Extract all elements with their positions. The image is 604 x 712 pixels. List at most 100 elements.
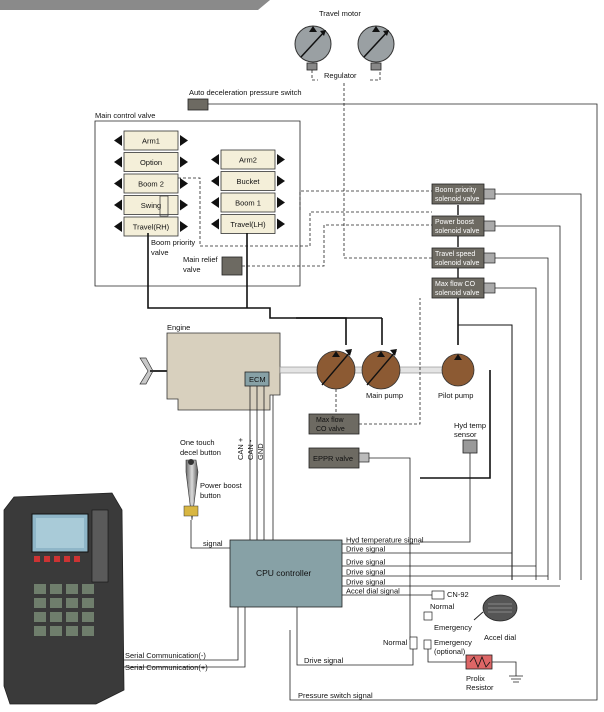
serial-comm-plus-label: Serial Communication(+) — [125, 663, 208, 672]
cn92-label: CN-92 — [447, 590, 469, 599]
hyd-temp-sensor — [462, 439, 478, 454]
main-relief-valve-label-2: valve — [183, 265, 201, 274]
boom-priority-valve-label-2: valve — [151, 248, 169, 257]
cpu-signal-label: Hyd temperature signal — [346, 536, 424, 545]
pressure-switch-signal-label: Pressure switch signal — [298, 691, 373, 700]
ecm-label: ECM — [249, 375, 266, 384]
cpu-signal-label: Drive signal — [346, 558, 386, 567]
main-control-valve-title: Main control valve — [95, 111, 155, 120]
solenoid-sublabel: solenoid valve — [435, 228, 479, 235]
spool-label: Travel(RH) — [133, 223, 170, 232]
emergency-optional-label-1: Emergency — [434, 638, 472, 647]
main-relief-valve-label-1: Main relief — [183, 255, 219, 264]
cpu-controller — [229, 539, 343, 608]
spool-boom-2: Boom 2 — [114, 173, 188, 194]
solenoid-sublabel: solenoid valve — [435, 290, 479, 297]
cpu-signal-label: Drive signal — [346, 578, 386, 587]
regulator-label: Regulator — [324, 71, 357, 80]
drive-signal-bottom-label: Drive signal — [304, 656, 344, 665]
spool-label: Boom 1 — [235, 199, 261, 208]
main-relief-valve — [221, 256, 243, 276]
accel-dial[interactable] — [473, 594, 518, 622]
pilot-pump — [441, 353, 475, 387]
spool-label: Travel(LH) — [230, 220, 266, 229]
spool-option: Option — [114, 152, 188, 172]
joystick-grip[interactable] — [183, 459, 199, 521]
cpu-signal-label: Drive signal — [346, 568, 386, 577]
cpu-signal-hyd-temperature-signal-0: Hyd temperature signal — [342, 536, 424, 545]
solenoid-label: Travel speed — [435, 251, 475, 258]
spool-swing: Swing — [114, 195, 188, 215]
emergency-optional-label-2: (optional) — [434, 647, 466, 656]
travel-motor-left — [294, 25, 332, 71]
travel-motor-label: Travel motor — [319, 9, 361, 18]
spool-label: Swing — [141, 201, 161, 210]
solenoid-sublabel: solenoid valve — [435, 260, 479, 267]
max-flow-co-valve-label-2: CO valve — [316, 426, 345, 433]
power-boost-button-label-2: button — [200, 491, 221, 500]
bus-label-can-plus: CAN + — [236, 437, 245, 460]
signal-label: signal — [203, 539, 223, 548]
ground-symbol — [509, 675, 523, 683]
spool-arm2: Arm2 — [211, 149, 285, 170]
pilot-pump-label: Pilot pump — [438, 391, 473, 400]
spool-label: Option — [140, 158, 162, 167]
header-bar — [0, 0, 270, 10]
solenoid-label: Boom priority — [435, 187, 477, 194]
solenoid-sublabel: solenoid valve — [435, 196, 479, 203]
spool-label: Boom 2 — [138, 180, 164, 189]
normal-2-label: Normal — [383, 638, 408, 647]
prolix-resistor-label-1: Prolix — [466, 674, 485, 683]
main-control-valve-outline — [94, 120, 301, 287]
cpu-signal-drive-signal-3: Drive signal — [342, 568, 548, 577]
spool-boom-1: Boom 1 — [211, 192, 285, 213]
solenoid-power-boost: Power boost solenoid valve — [431, 215, 561, 580]
emergency-label: Emergency — [434, 623, 472, 632]
travel-motor-right — [357, 25, 395, 71]
hyd-temp-sensor-label-1: Hyd temp — [454, 421, 486, 430]
cpu-signal-drive-signal-4: Drive signal — [342, 578, 560, 587]
solenoid-max-flow-co: Max flow CO solenoid valve — [431, 277, 537, 580]
spool-label: Arm1 — [142, 137, 160, 146]
bus-label-gnd: GND — [256, 443, 265, 460]
one-touch-decel-label-2: decel button — [180, 448, 221, 457]
main-pump-1 — [316, 349, 356, 390]
cpu-controller-label: CPU controller — [256, 568, 311, 578]
prolix-resistor-label-2: Resistor — [466, 683, 494, 692]
spool-travel-rh: Travel(RH) — [114, 216, 188, 237]
normal-label: Normal — [430, 602, 455, 611]
main-pump-label: Main pump — [366, 391, 403, 400]
spool-label: Bucket — [237, 177, 261, 186]
auto-decel-switch-label: Auto deceleration pressure switch — [189, 88, 302, 97]
cpu-signal-drive-signal-2: Drive signal — [342, 558, 536, 567]
bus-label-can-minus: CAN - — [246, 439, 255, 460]
prolix-resistor — [465, 654, 493, 670]
solenoid-label: Max flow CO — [435, 281, 476, 288]
serial-comm-minus-label: Serial Communication(-) — [125, 651, 206, 660]
power-boost-button-label-1: Power boost — [200, 481, 243, 490]
cpu-signal-drive-signal-1: Drive signal — [342, 545, 512, 554]
hyd-temp-sensor-label-2: sensor — [454, 430, 477, 439]
spool-travel-lh: Travel(LH) — [211, 214, 285, 234]
solenoid-travel-speed: Travel speed solenoid valve — [431, 247, 549, 580]
cluster-monitor — [3, 492, 125, 705]
solenoid-boom-priority: Boom priority solenoid valve — [431, 183, 582, 580]
cpu-signal-label: Drive signal — [346, 545, 386, 554]
engine-label: Engine — [167, 323, 190, 332]
cn92-connector — [431, 590, 445, 600]
normal-2-switch — [409, 636, 418, 650]
max-flow-co-valve-label-1: Max flow — [316, 417, 345, 424]
cpu-signal-label: Accel dial signal — [346, 587, 400, 596]
eppr-valve-label: EPPR valve — [313, 454, 353, 463]
spool-bucket: Bucket — [211, 171, 285, 191]
auto-decel-switch — [187, 98, 209, 111]
one-touch-decel-label-1: One touch — [180, 438, 215, 447]
spool-label: Arm2 — [239, 156, 257, 165]
accel-dial-label: Accel dial — [484, 633, 516, 642]
solenoid-label: Power boost — [435, 219, 474, 226]
